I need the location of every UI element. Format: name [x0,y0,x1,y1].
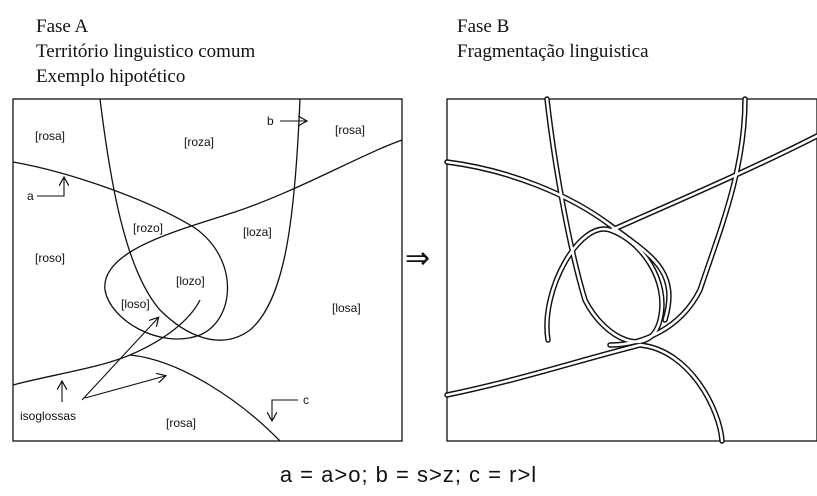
marker-c-label: c [303,393,309,407]
isoglossas-arrow-2 [84,376,165,399]
map-b-double-lines [444,96,817,444]
isogloss-b [99,98,301,341]
phase-a-subtitle-1: Território linguistico comum [36,41,256,62]
region-roza: [roza] [184,135,214,149]
legend-formula: a = a>o; b = s>z; c = r>l [279,462,538,487]
map-a-border [12,98,403,442]
map-b [444,96,817,444]
marker-a-label: a [27,189,34,203]
region-rozo: [rozo] [133,221,163,235]
region-lozo: [lozo] [176,274,205,288]
region-losa: [losa] [332,301,361,315]
map-a-region-labels: [rosa] [roza] [rosa] [rozo] [loza] [roso… [20,114,365,430]
transition-arrow: ⇒ [405,241,430,276]
phase-b-subtitle-1: Fragmentação linguistica [457,41,649,62]
region-rosa-top-left: [rosa] [35,129,65,143]
isogloss-a [12,139,403,340]
region-roso: [roso] [35,251,65,265]
map-a [12,98,403,442]
isogloss-c [12,299,281,442]
region-loza: [loza] [243,225,272,239]
marker-b-label: b [267,114,274,128]
map-a-markers [37,121,306,420]
map-b-border [446,98,817,442]
region-rosa-bottom: [rosa] [166,416,196,430]
phase-b-title: Fase B [457,16,510,37]
phase-b-heading: Fase B Fragmentação linguistica [457,14,649,64]
region-rosa-top-right: [rosa] [335,123,365,137]
phase-a-title: Fase A [36,16,89,37]
isoglossas-label: isoglossas [20,409,76,423]
region-loso: [loso] [121,297,150,311]
marker-c-arrow [272,399,298,420]
phase-a-heading: Fase A Território linguistico comum Exem… [36,14,255,89]
isoglossas-arrow-3 [81,318,158,401]
phase-a-subtitle-2: Exemplo hipotético [36,66,186,87]
marker-a-arrow [37,178,64,197]
